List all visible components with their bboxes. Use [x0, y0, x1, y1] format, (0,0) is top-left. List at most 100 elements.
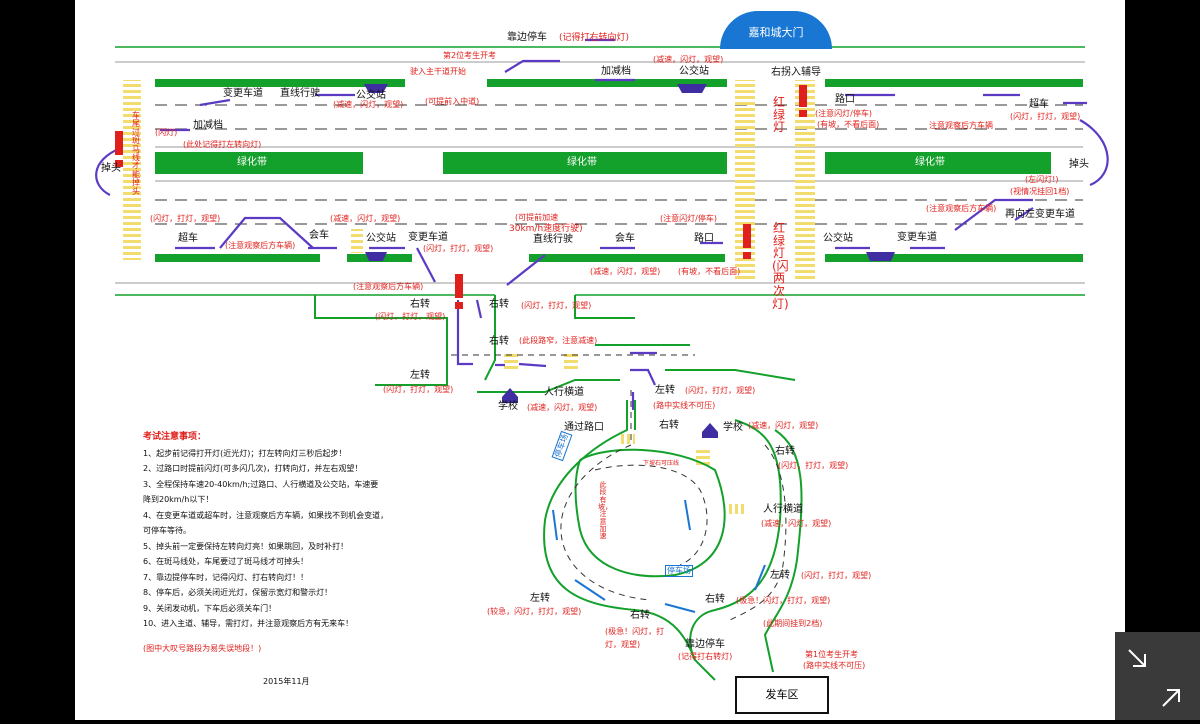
right-turn-b-note: (闪灯，打灯，观望) — [521, 301, 592, 310]
right-turn-e: 右转 — [705, 594, 725, 605]
gear-2: (此期间挂到2档) — [763, 619, 823, 628]
green-belt-label-1: 绿化带 — [237, 157, 267, 168]
overtake-top: 超车 — [1029, 99, 1049, 110]
no-press-1: (路中实线不可压) — [653, 401, 716, 410]
blink-left: (闪灯) — [155, 128, 178, 137]
notes-footer: (图中大叹号路段为易失误地段！) — [143, 643, 262, 653]
note-item: 10、进入主道、辅导，需打灯，并注意观察后方有无来车！ — [143, 619, 354, 628]
notes-date: 2015年11月 — [263, 677, 310, 686]
right-turn-b: 右转 — [489, 299, 509, 310]
expand-button[interactable] — [1115, 632, 1200, 720]
green-belt-2 — [443, 152, 727, 174]
note-item: 降到20km/h以下！ — [143, 495, 214, 504]
school-2: 学校 — [723, 422, 743, 433]
meet-lower-2: 会车 — [615, 233, 635, 244]
bus-stop-upper: 公交站 — [356, 90, 386, 101]
main-gate: 嘉和城大门 — [720, 11, 832, 49]
zebra-vertical-note: 车尾过斑马线才能掉头 — [132, 111, 140, 196]
bus-stop-icon — [364, 84, 895, 261]
overtake-lower: 超车 — [178, 233, 198, 244]
down-slope: 下坡石可压线 — [643, 460, 680, 467]
note-item: 5、掉头前一定要保持左转向灯亮！如果跳回，及时补打！ — [143, 541, 349, 551]
note-item: 1、起步前记得打开灯(近光灯)；打左转向灯三秒后起步！ — [143, 448, 347, 458]
accel-label: 加减档 — [601, 66, 631, 77]
right-turn-f: 右转 — [630, 610, 650, 621]
return-main: 驶入主干道开始 — [410, 67, 466, 76]
upper-crossing: 路口 — [835, 94, 855, 105]
signal-blink-crossing: (注意闪灯/停车) — [815, 109, 872, 118]
zebra-right — [795, 80, 815, 280]
green-belt-label-2: 绿化带 — [567, 157, 597, 168]
top-slow-note: (减速，闪灯，观望) — [653, 55, 724, 64]
note-item: 可停车等待。 — [143, 526, 191, 535]
lane-change-top: 变更车道 — [223, 88, 263, 99]
change-left: 再向左变更车道 — [1005, 209, 1075, 220]
lane-change-note: (闪灯，打灯，观望) — [423, 244, 494, 253]
accel-label-left: 加减档 — [193, 120, 223, 131]
school-icon — [502, 388, 718, 438]
park-title: 靠边停车 — [507, 32, 547, 43]
school-2-note: (减速，闪灯，观望) — [748, 421, 819, 430]
park-bottom: 靠边停车 — [685, 639, 725, 650]
green-belt-1 — [155, 152, 363, 174]
slow-note-lower: (减速，闪灯，观望) — [590, 267, 661, 276]
watch-rear-top: 注意观察后方车辆 — [929, 121, 993, 130]
note-item: 7、靠边提停车时，记得闪灯、打右转向灯！！ — [143, 572, 309, 582]
bus-stop-top: 公交站 — [679, 66, 709, 77]
left-turn-2: 左转 — [655, 385, 675, 396]
left-turn-4: 左转 — [530, 593, 550, 604]
note-item: 4、在变更车道或超车时，注意观察后方车辆，如果找不到机会变道， — [143, 510, 389, 520]
view-gear: (视情况挂回1档) — [1010, 187, 1070, 196]
note-item: 2、过路口时提前闪灯(可多闪几次)，打转向灯，并左右观望！ — [143, 464, 363, 473]
uturn-left: 掉头 — [101, 163, 121, 174]
watch-rear-right: (注意观察后方车辆) — [926, 204, 997, 213]
upper-slow-note: (减速，闪灯，观望) — [333, 100, 404, 109]
left-turn-2-note: (闪灯，打灯，观望) — [685, 386, 756, 395]
park-bottom-note: (记得打右转灯) — [678, 652, 733, 661]
zebra-mid — [735, 80, 755, 280]
left-turn-1-note: (闪灯，打灯，观望) — [383, 385, 454, 394]
note-item: 6、在斑马线处，车尾要过了斑马线才可掉头！ — [143, 557, 309, 566]
traffic-light-2: 红绿灯(闪两次灯) — [772, 221, 789, 311]
route-map — [95, 38, 1109, 681]
note-item: 8、停车后，必须关闭近光灯，保留示宽灯和警示灯！ — [143, 588, 333, 597]
right-turn-c-note: (此段路窄，注意减速) — [519, 336, 598, 345]
school-1: 学校 — [498, 401, 518, 412]
lower-blink-note: (闪灯，打灯，观望) — [150, 214, 221, 223]
crossing-note: (注意闪灯/停车) — [660, 214, 717, 223]
left-turn-3-note: (闪灯，打灯，观望) — [801, 571, 872, 580]
left-turn-1: 左转 — [410, 370, 430, 381]
speed: 30km/h速度行驶) — [509, 224, 583, 234]
exam-notes: 考试注意事项： 1、起步前记得打开灯(近光灯)；打左转向灯三秒后起步！ 2、过路… — [143, 430, 443, 690]
exclamation-icon — [115, 85, 807, 309]
watch-rear-lower: (注意观察后方车辆) — [225, 241, 296, 250]
right-turn-c: 右转 — [489, 336, 509, 347]
park-note: (记得打右转向灯) — [559, 33, 630, 43]
notes-title: 考试注意事项： — [143, 432, 207, 442]
left-blink: (左闪灯!) — [1025, 175, 1059, 184]
overtake-note: (闪灯，打灯，观望) — [1010, 112, 1081, 121]
meet-lower: 会车 — [309, 230, 329, 241]
second-candidate: 第2位考生开考 — [443, 51, 497, 60]
first-candidate: 第1位考生开考 — [805, 650, 859, 659]
arrow-icon — [95, 38, 1109, 410]
route-map-sheet: 嘉和城大门 靠边停车 (记得打右转向灯) 第2位考生开考 驶入主干道开始 (减速… — [75, 0, 1125, 720]
bus-stop-lower: 公交站 — [366, 233, 396, 244]
traffic-light-1: 红绿灯 — [772, 95, 785, 135]
crosswalk-2: 人行横道 — [763, 504, 803, 515]
park-lot-2: 停车场 — [665, 565, 693, 577]
note-item: 3、全程保持车速20-40km/h;过路口、人行横道及公交站，车速要 — [143, 479, 379, 489]
uturn-right: 掉头 — [1069, 159, 1089, 170]
first-note: (路中实线不可压) — [803, 661, 866, 670]
right-turn-d-label: 右转 — [659, 420, 679, 431]
start-area: 发车区 — [735, 676, 829, 714]
bus-stop-right: 公交站 — [823, 233, 853, 244]
have-car-rear: (有坡，不看后面) — [817, 120, 880, 129]
school-1-note: (减速，闪灯，观望) — [527, 403, 598, 412]
right-turn-e-note: (极急！闪灯，打灯，观望) — [736, 596, 831, 605]
lane-change-right: 变更车道 — [897, 232, 937, 243]
can-centre: (可提前入中道) — [425, 97, 480, 106]
pass-crossing: 通过路口 — [564, 422, 604, 433]
left-turn-4-note: (较急，闪灯，打灯，观望) — [487, 607, 582, 616]
remember-left: (此处记得打左转向灯) — [183, 140, 262, 149]
